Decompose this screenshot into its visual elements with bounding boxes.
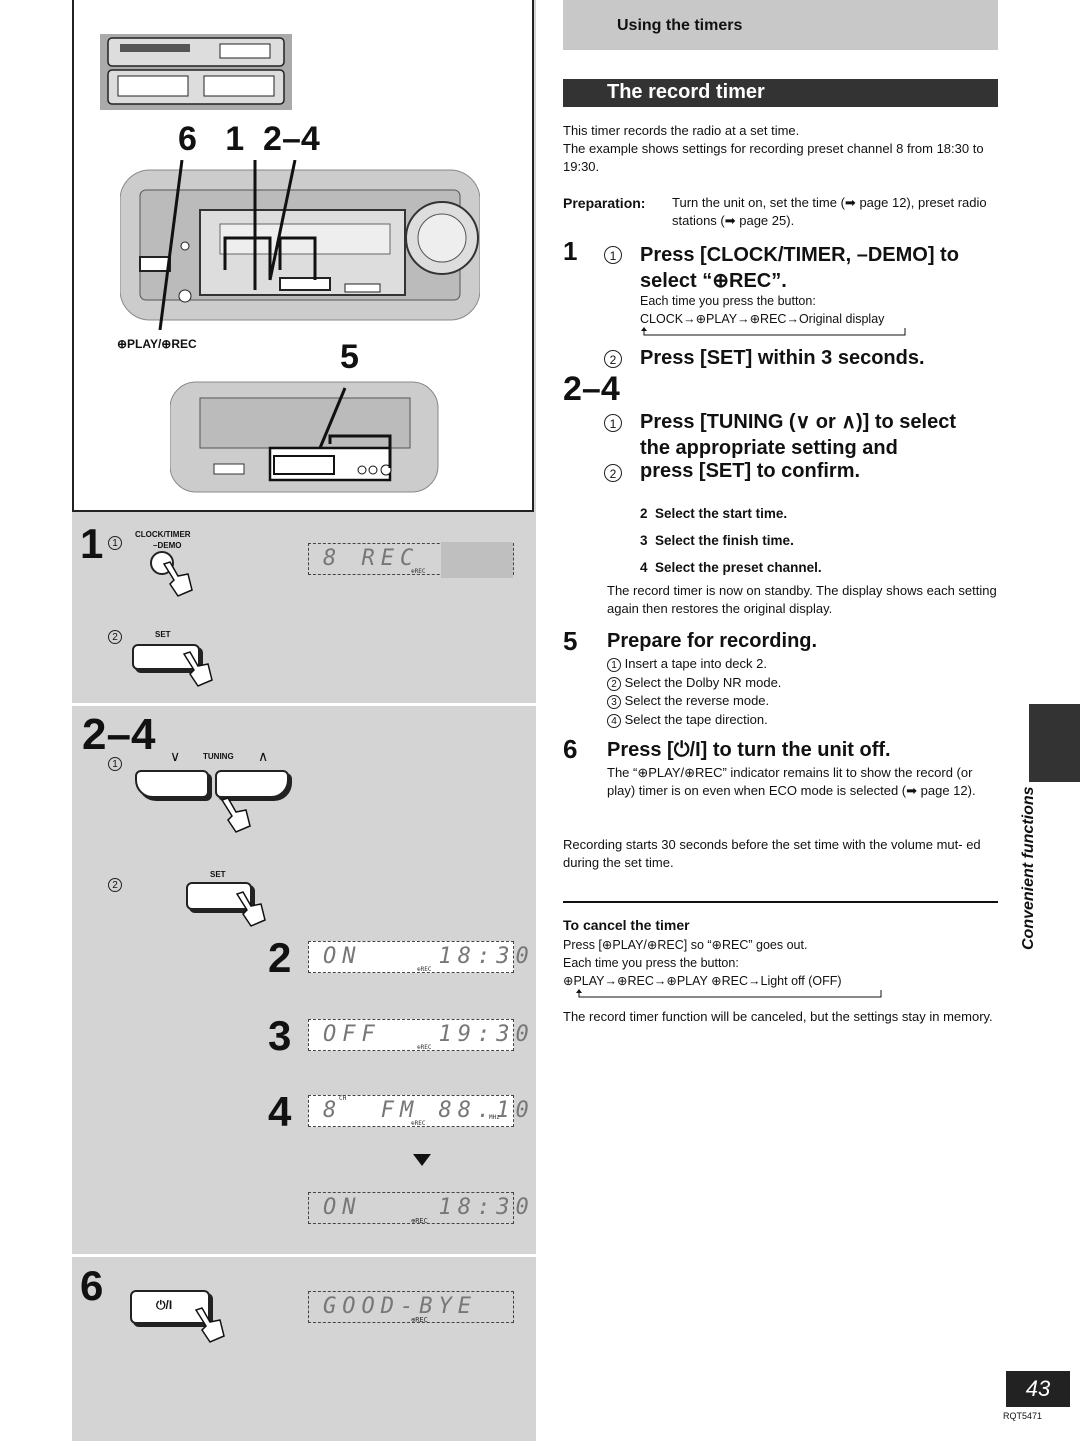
callout-numbers: 6 1 2–4 [178, 120, 320, 158]
display-step-4: 4 [268, 1088, 292, 1135]
preparation: Preparation: Turn the unit on, set the t… [563, 195, 987, 228]
cassette-deck-drawing [170, 381, 439, 493]
display-standby: ON 18:30 ⊕REC [308, 1192, 529, 1225]
step1-circle-1: 1 [604, 246, 622, 264]
tuning-down-button[interactable] [135, 770, 209, 798]
list-item: 2 Select the start time. [640, 506, 788, 521]
tuning-label: TUNING [203, 752, 234, 761]
cycle-return-arrow [641, 327, 906, 336]
set-label-2: SET [210, 870, 226, 879]
step-1-cycle: CLOCK→⊕PLAY→⊕REC→Original display [640, 312, 885, 326]
arrow-down-icon [413, 1154, 431, 1166]
left-step1-circle-1: 1 [108, 536, 122, 550]
step-1-note: Each time you press the button: [640, 294, 816, 308]
divider [72, 1254, 536, 1257]
cancel-after: The record timer function will be cancel… [563, 1009, 993, 1024]
step-2-4-number: 2–4 [563, 370, 620, 408]
step-5-title: Prepare for recording. [607, 630, 818, 652]
list-item: 3 Select the reverse mode. [607, 692, 781, 711]
display-preset-channel: CH 8 FM 88.10 MHz ⊕REC [308, 1095, 529, 1127]
list-item: 4 Select the tape direction. [607, 711, 781, 730]
clock-timer-button[interactable] [150, 551, 174, 575]
list-item: 3 Select the finish time. [640, 533, 794, 548]
tuning-up-icon: ∧ [258, 748, 269, 764]
display-rec: 8 REC ⊕REC [308, 542, 514, 578]
side-tab-marker [1029, 704, 1080, 782]
step-5-list: 1 Insert a tape into deck 2. 2 Select th… [607, 655, 781, 729]
stereo-thumbnail [100, 34, 292, 110]
pointing-hand-icon [182, 651, 213, 687]
step1-circle-2: 2 [604, 350, 622, 368]
play-rec-label: ⊕PLAY/⊕REC [117, 337, 197, 351]
step-2-4-instruction: Press [TUNING (∨ or ∧)] to select the ap… [640, 411, 956, 459]
clock-timer-label: CLOCK/TIMER [135, 530, 191, 539]
intro-text: This timer records the radio at a set ti… [563, 123, 984, 174]
pointing-hand-icon [162, 561, 193, 597]
display-step-2: 2 [268, 934, 292, 981]
display-step-3: 3 [268, 1012, 292, 1059]
left-step-2-4: 2–4 [82, 710, 156, 759]
step-2-4-list: 2 Select the start time. 3 Select the fi… [640, 500, 822, 581]
left-step1-circle-2: 2 [108, 630, 122, 644]
divider [72, 703, 536, 706]
cancel-line-2: Each time you press the button: [563, 956, 739, 970]
tuning-down-icon: ∨ [170, 748, 181, 764]
list-item: 1 Insert a tape into deck 2. [607, 655, 781, 674]
pointing-hand-icon [235, 891, 266, 927]
left-step24-circle-2: 2 [108, 878, 122, 892]
cancel-line-1: Press [⊕PLAY/⊕REC] so “⊕REC” goes out. [563, 938, 808, 952]
step-2-4-after: The record timer is now on standby. The … [607, 583, 997, 616]
list-item: 2 Select the Dolby NR mode. [607, 674, 781, 693]
cancel-title: To cancel the timer [563, 917, 690, 933]
page-title: The record timer [563, 79, 998, 107]
side-label: Convenient functions [1020, 786, 1037, 950]
step-6-text: The “⊕PLAY/⊕REC” indicator remains lit t… [607, 765, 976, 798]
step-1-instruction: Press [CLOCK/TIMER, –DEMO] to select “⊕R… [640, 244, 959, 292]
recording-note: Recording starts 30 seconds before the s… [563, 837, 981, 870]
display-goodbye: GOOD-BYE ⊕REC [308, 1291, 514, 1324]
power-button[interactable]: ⏻/I [130, 1290, 210, 1324]
divider [563, 901, 998, 903]
left-step-6: 6 [80, 1262, 104, 1309]
set-label: SET [155, 630, 171, 639]
callout-5: 5 [340, 338, 359, 376]
tuning-up-button[interactable] [215, 770, 289, 798]
doc-code: RQT5471 [1003, 1411, 1043, 1421]
page-number: 43 [1006, 1371, 1070, 1407]
display-finish-time: OFF 19:30 ⊕REC [308, 1019, 529, 1051]
left-step-1: 1 [80, 520, 104, 567]
display-start-time: ON 18:30 ⊕REC [308, 941, 529, 973]
step-1-set-instruction: Press [SET] within 3 seconds. [640, 347, 925, 369]
left-step24-circle-1: 1 [108, 757, 122, 771]
demo-label: –DEMO [153, 541, 182, 550]
pointing-hand-icon [194, 1307, 225, 1343]
step-5-number: 5 [563, 626, 578, 656]
step-6-title: Press [⏻/I] to turn the unit off. [607, 739, 891, 761]
step24-circle-1: 1 [604, 414, 622, 432]
list-item: 4 Select the preset channel. [640, 560, 822, 575]
tuner-unit-drawing [120, 160, 480, 330]
cancel-cycle: ⊕PLAY→⊕REC→⊕PLAY ⊕REC→Light off (OFF) [563, 974, 842, 988]
section-header: Using the timers [563, 0, 998, 50]
step-6-number: 6 [563, 734, 578, 764]
pointing-hand-icon [220, 797, 251, 833]
cycle-return-arrow [576, 989, 882, 998]
step24-circle-2: 2 [604, 464, 622, 482]
step-1-number: 1 [563, 236, 578, 266]
step-2-4-confirm: press [SET] to confirm. [640, 460, 861, 482]
